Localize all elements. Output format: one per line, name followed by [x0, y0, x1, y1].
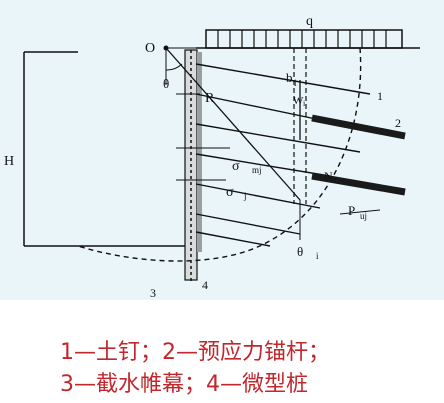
label-W-sub: i	[303, 99, 306, 108]
legend-line-1: 1—土钉；2—预应力锚杆；	[60, 340, 330, 365]
label-O: O	[145, 41, 155, 56]
label-N-sub: i	[334, 176, 337, 185]
label-theta-i-sub: i	[316, 251, 319, 261]
wall-face	[197, 52, 202, 252]
label-q: q	[306, 14, 313, 29]
label-3: 3	[150, 286, 156, 300]
label-theta-i: θ	[297, 244, 303, 259]
label-H: H	[4, 154, 14, 169]
force-arrow	[339, 209, 381, 215]
soil-nail	[195, 213, 301, 235]
label-sigma-j: σ	[226, 185, 234, 200]
legend-line-2: 3—截水帷幕；4—微型桩	[60, 372, 308, 397]
label-P-sub: uj	[360, 211, 367, 221]
surcharge-load	[205, 29, 403, 49]
soil-nail	[195, 123, 361, 153]
prestressed-anchor	[311, 114, 406, 140]
angle-guide	[165, 47, 196, 85]
theta-arc	[165, 63, 183, 71]
diagram-svg: H q	[4, 14, 420, 300]
slip-surface	[77, 47, 362, 262]
label-P: P	[348, 203, 355, 218]
soil-nail	[195, 183, 321, 209]
retaining-wall-diagram: H q	[0, 0, 444, 300]
label-N: N	[324, 169, 333, 183]
label-R: R	[205, 91, 215, 106]
label-theta: θ	[163, 76, 169, 91]
label-2: 2	[395, 116, 401, 130]
soil-nail	[195, 231, 271, 247]
label-sigma-mj-sub: mj	[252, 165, 262, 175]
label-sigma-j-sub: j	[243, 191, 247, 201]
label-sigma-mj: σ	[232, 159, 240, 174]
label-W: W	[293, 95, 304, 107]
prestressed-anchor	[311, 172, 406, 196]
label-4: 4	[202, 278, 208, 292]
legend-caption: 1—土钉；2—预应力锚杆； 3—截水帷幕；4—微型桩	[0, 300, 444, 403]
label-b: b	[286, 70, 293, 85]
radius-line	[165, 47, 301, 201]
label-b-sub: i	[294, 78, 297, 88]
soil-nail	[195, 153, 331, 177]
label-1: 1	[377, 89, 383, 103]
soil-nail	[195, 63, 371, 95]
